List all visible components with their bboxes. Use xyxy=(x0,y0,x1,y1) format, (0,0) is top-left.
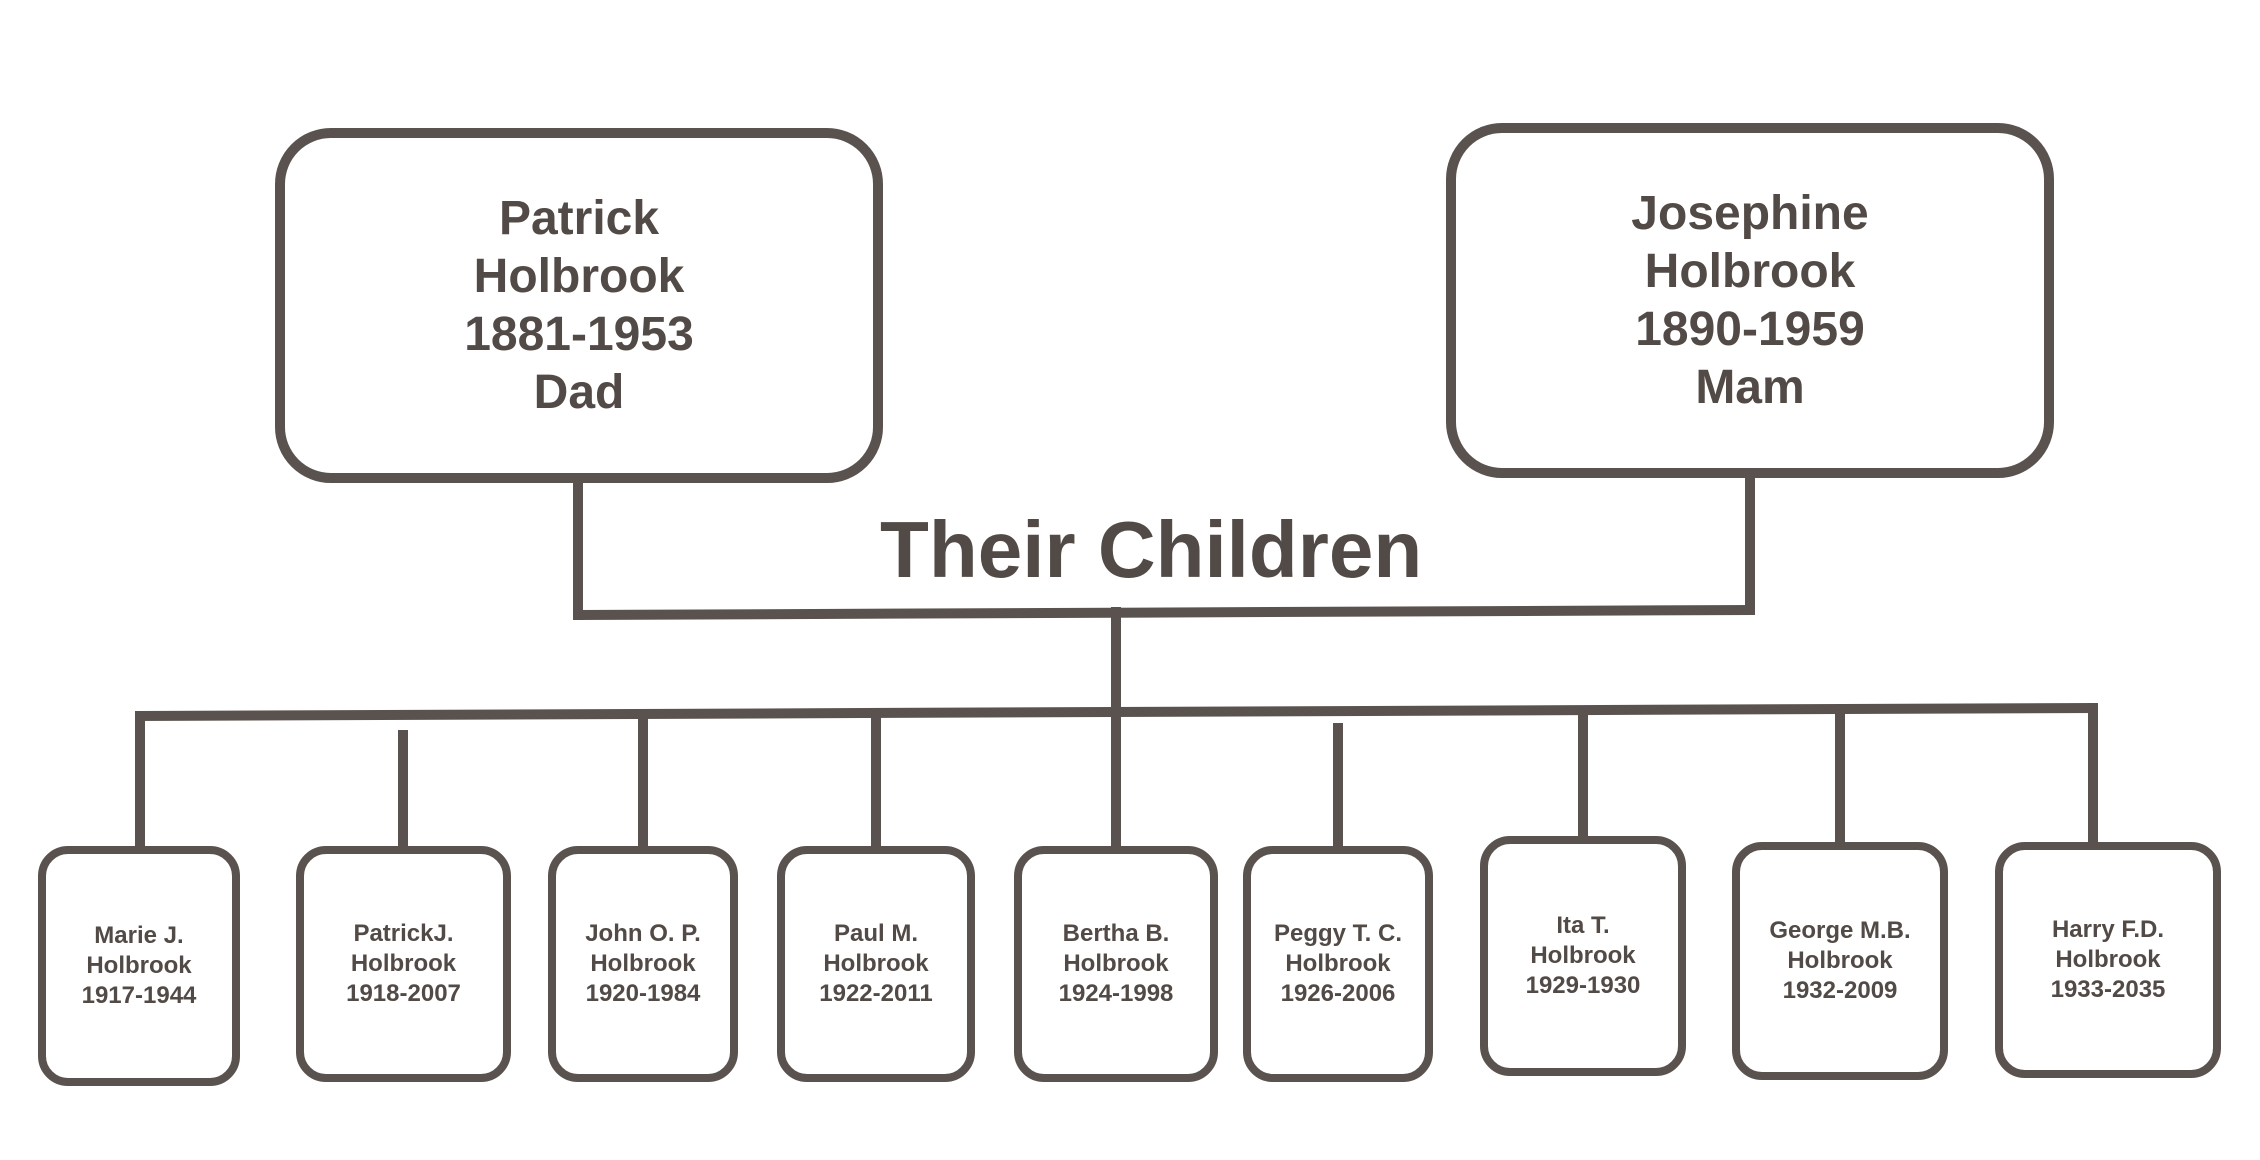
parent-role: Dad xyxy=(533,365,625,419)
parent-role: Mam xyxy=(1695,360,1805,414)
parent-first-name: Josephine xyxy=(1631,186,1869,240)
parent-years: 1881-1953 xyxy=(464,307,694,361)
child-box-6: Peggy T. C. Holbrook 1926-2006 xyxy=(1243,846,1433,1082)
child-years: 1926-2006 xyxy=(1280,980,1396,1007)
child-last-name: Holbrook xyxy=(1285,950,1391,977)
child-last-name: Holbrook xyxy=(2055,946,2161,973)
child-first-name: Peggy T. C. xyxy=(1273,920,1403,947)
child-box-4: Paul M. Holbrook 1922-2011 xyxy=(777,846,975,1082)
parent-years: 1890-1959 xyxy=(1635,302,1865,356)
child-years: 1932-2009 xyxy=(1782,977,1898,1004)
parent-box-dad: Patrick Holbrook 1881-1953 Dad xyxy=(275,128,883,483)
child-last-name: Holbrook xyxy=(823,950,929,977)
child-last-name: Holbrook xyxy=(86,952,192,979)
child-first-name: PatrickJ. xyxy=(353,920,454,947)
parent-first-name: Patrick xyxy=(498,191,660,245)
child-box-7: Ita T. Holbrook 1929-1930 xyxy=(1480,836,1686,1076)
child-first-name: Ita T. xyxy=(1556,912,1610,939)
parent-last-name: Holbrook xyxy=(1644,244,1856,298)
child-years: 1917-1944 xyxy=(81,982,197,1009)
child-last-name: Holbrook xyxy=(1787,947,1893,974)
child-years: 1922-2011 xyxy=(819,980,933,1007)
child-last-name: Holbrook xyxy=(590,950,696,977)
child-box-3: John O. P. Holbrook 1920-1984 xyxy=(548,846,738,1082)
child-years: 1918-2007 xyxy=(346,980,461,1007)
child-box-2: PatrickJ. Holbrook 1918-2007 xyxy=(296,846,511,1082)
child-last-name: Holbrook xyxy=(350,950,457,977)
child-years: 1920-1984 xyxy=(585,980,701,1007)
child-years: 1933-2035 xyxy=(2050,976,2166,1003)
child-first-name: John O. P. xyxy=(585,920,701,947)
child-years: 1929-1930 xyxy=(1525,972,1641,999)
parent-box-mam: Josephine Holbrook 1890-1959 Mam xyxy=(1446,123,2054,478)
child-first-name: Bertha B. xyxy=(1062,920,1170,947)
parent-last-name: Holbrook xyxy=(473,249,685,303)
child-box-8: George M.B. Holbrook 1932-2009 xyxy=(1732,842,1948,1080)
child-last-name: Holbrook xyxy=(1530,942,1636,969)
child-first-name: George M.B. xyxy=(1769,917,1911,944)
child-box-1: Marie J. Holbrook 1917-1944 xyxy=(38,846,240,1086)
child-first-name: Harry F.D. xyxy=(2051,916,2165,943)
child-years: 1924-1998 xyxy=(1058,980,1174,1007)
child-last-name: Holbrook xyxy=(1063,950,1169,977)
children-heading: Their Children xyxy=(880,505,1423,594)
child-first-name: Paul M. xyxy=(833,920,918,947)
child-box-9: Harry F.D. Holbrook 1933-2035 xyxy=(1995,842,2221,1078)
child-first-name: Marie J. xyxy=(94,922,184,949)
child-box-5: Bertha B. Holbrook 1924-1998 xyxy=(1014,846,1218,1082)
couple-bar xyxy=(572,604,1756,621)
